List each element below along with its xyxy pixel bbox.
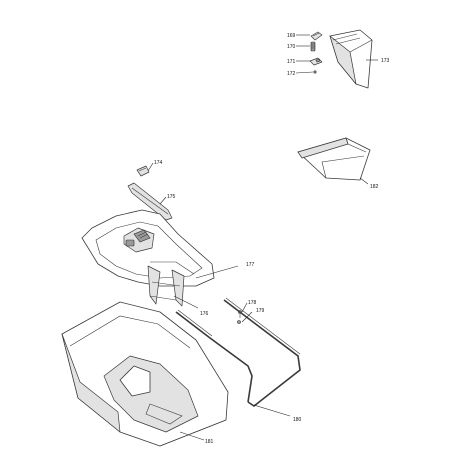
callout-176: 176: [200, 311, 209, 317]
leader-lines: [147, 34, 378, 441]
part-173-chute-flap: [329, 29, 373, 89]
part-169-clip: [310, 31, 323, 41]
part-182-rear-flap: [297, 137, 371, 181]
callout-170: 170: [287, 44, 296, 50]
part-180-wire-frame: [175, 297, 301, 407]
callout-181: 181: [205, 439, 214, 445]
part-181-grass-box: [61, 301, 229, 447]
callout-182: 182: [370, 184, 379, 190]
callout-178: 178: [248, 300, 257, 306]
callout-171: 171: [287, 59, 296, 65]
callout-180: 180: [293, 417, 302, 423]
callout-175: 175: [167, 194, 176, 200]
callout-169: 169: [287, 33, 296, 39]
part-176-grassbox-frame: [81, 209, 215, 307]
part-172-pin: [313, 70, 317, 74]
part-170-spring: [310, 41, 316, 52]
callout-172: 172: [287, 71, 296, 77]
callout-174: 174: [154, 160, 163, 166]
callout-173: 173: [381, 58, 390, 64]
part-175-handle-cover: [127, 182, 173, 221]
part-174-clip: [136, 165, 150, 177]
callout-179: 179: [256, 308, 265, 314]
part-171-clip: [309, 57, 323, 66]
callout-177: 177: [246, 262, 255, 268]
